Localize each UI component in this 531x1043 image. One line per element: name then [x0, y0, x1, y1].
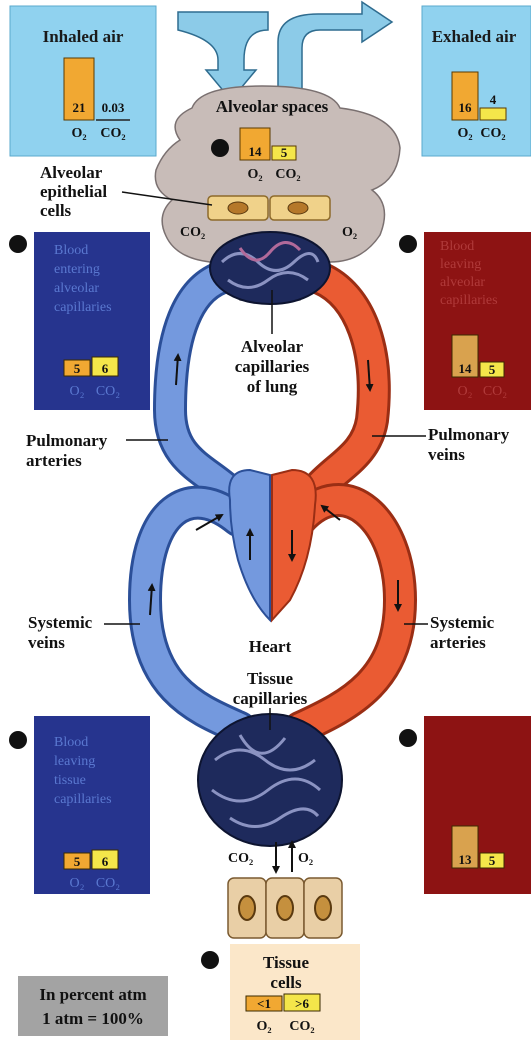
- blood-leaving-alveolar-box: Blood leaving alveolar capillaries 14 5 …: [399, 232, 531, 410]
- svg-text:epithelial: epithelial: [40, 182, 107, 201]
- tissue-capillary-bed: [198, 714, 342, 846]
- systemic-arteries-label: Systemic arteries: [404, 613, 495, 652]
- svg-text:capillaries: capillaries: [54, 792, 112, 807]
- svg-text:of lung: of lung: [247, 377, 298, 396]
- inhaled-co2-value: 0.03: [102, 100, 125, 115]
- heart: [229, 470, 316, 620]
- heart-label: Heart: [249, 637, 292, 656]
- inhaled-co2-label: CO₂: [100, 126, 125, 141]
- scale-note-box: In percent atm 1 atm = 100%: [18, 976, 168, 1036]
- leaving-alveolar-co2-value: 5: [489, 362, 496, 377]
- svg-text:Systemic: Systemic: [28, 613, 93, 632]
- alveolar-co2-value: 5: [281, 145, 288, 160]
- exhaled-o2-value: 16: [459, 100, 473, 115]
- svg-text:O₂: O₂: [70, 384, 85, 399]
- exhaled-air-box: Exhaled air 16 4 O₂ CO₂: [422, 6, 531, 156]
- o2-exchange-label-tissue: O₂: [298, 851, 313, 866]
- entering-alveolar-co2-value: 6: [102, 361, 109, 376]
- svg-text:leaving: leaving: [440, 257, 481, 272]
- entering-tissue-o2-value: 13: [459, 852, 473, 867]
- tissue-cells-box: Tissue cells <1 >6 O₂ CO₂: [201, 944, 360, 1040]
- svg-text:cells: cells: [270, 973, 302, 992]
- exhale-arrow: [278, 2, 392, 98]
- svg-text:1 atm = 100%: 1 atm = 100%: [42, 1009, 144, 1028]
- svg-text:Blood: Blood: [54, 735, 88, 750]
- svg-text:Alveolar: Alveolar: [241, 337, 304, 356]
- svg-text:arteries: arteries: [26, 451, 82, 470]
- svg-text:Blood: Blood: [440, 239, 474, 254]
- svg-text:capillaries: capillaries: [233, 689, 308, 708]
- svg-text:alveolar: alveolar: [440, 275, 485, 290]
- svg-text:veins: veins: [428, 445, 465, 464]
- exhaled-co2-label: CO₂: [480, 126, 505, 141]
- leaving-tissue-co2-value: 6: [102, 854, 109, 869]
- svg-text:CO₂: CO₂: [289, 1019, 314, 1034]
- svg-text:Blood: Blood: [54, 243, 88, 258]
- leaving-alveolar-o2-value: 14: [459, 361, 473, 376]
- svg-text:Tissue: Tissue: [263, 953, 309, 972]
- svg-text:O₂: O₂: [70, 876, 85, 891]
- svg-text:arteries: arteries: [430, 633, 486, 652]
- exhaled-o2-label: O₂: [457, 126, 472, 141]
- inhaled-air-box: Inhaled air 21 0.03 O₂ CO₂: [10, 6, 156, 156]
- airflow-arrows: [178, 2, 392, 100]
- svg-text:capillaries: capillaries: [235, 357, 310, 376]
- svg-text:Alveolar: Alveolar: [40, 163, 103, 182]
- alveolar-o2-label: O₂: [247, 167, 262, 182]
- svg-text:Systemic: Systemic: [430, 613, 495, 632]
- pulmonary-arteries-label: Pulmonary arteries: [26, 431, 168, 470]
- entering-tissue-co2-value: 5: [489, 853, 496, 868]
- svg-text:In percent atm: In percent atm: [39, 985, 146, 1004]
- svg-text:Tissue: Tissue: [247, 669, 293, 688]
- inhaled-o2-label: O₂: [71, 126, 86, 141]
- alveolar-spaces-title: Alveolar spaces: [216, 97, 329, 116]
- inhaled-o2-value: 21: [73, 100, 86, 115]
- alveolar-o2-value: 14: [249, 144, 263, 159]
- svg-text:CO₂: CO₂: [483, 384, 507, 399]
- co2-exchange-label-lung: CO₂: [180, 225, 205, 240]
- blood-entering-alveolar-box: Blood entering alveolar capillaries 5 6 …: [9, 232, 150, 410]
- entering-alveolar-o2-value: 5: [74, 361, 81, 376]
- alveolar-capillaries-label: Alveolar capillaries of lung: [235, 290, 310, 396]
- svg-text:Pulmonary: Pulmonary: [26, 431, 108, 450]
- tissue-cells-co2-value: >6: [295, 996, 309, 1011]
- alveolar-co2-label: CO₂: [275, 167, 300, 182]
- svg-text:veins: veins: [28, 633, 65, 652]
- svg-text:tissue: tissue: [54, 773, 86, 788]
- tissue-cells-o2-value: <1: [257, 996, 271, 1011]
- o2-exchange-label-lung: O₂: [342, 225, 357, 240]
- exhaled-air-title: Exhaled air: [432, 27, 517, 46]
- svg-text:capillaries: capillaries: [54, 300, 112, 315]
- svg-text:leaving: leaving: [54, 754, 95, 769]
- blood-entering-tissue-box: 13 5: [399, 716, 531, 894]
- svg-text:CO₂: CO₂: [96, 876, 120, 891]
- co2-exchange-label-tissue: CO₂: [228, 851, 253, 866]
- inhaled-air-title: Inhaled air: [43, 27, 124, 46]
- systemic-veins-label: Systemic veins: [28, 613, 140, 652]
- svg-text:capillaries: capillaries: [440, 293, 498, 308]
- svg-text:CO₂: CO₂: [96, 384, 120, 399]
- svg-text:entering: entering: [54, 262, 100, 277]
- leaving-tissue-o2-value: 5: [74, 854, 81, 869]
- svg-text:Pulmonary: Pulmonary: [428, 425, 510, 444]
- svg-text:cells: cells: [40, 201, 72, 220]
- svg-text:O₂: O₂: [458, 384, 473, 399]
- pulmonary-veins-label: Pulmonary veins: [372, 425, 510, 464]
- blood-leaving-tissue-box: Blood leaving tissue capillaries 5 6 O₂ …: [9, 716, 150, 894]
- svg-text:O₂: O₂: [256, 1019, 271, 1034]
- exhaled-co2-value: 4: [490, 92, 497, 107]
- svg-text:alveolar: alveolar: [54, 281, 99, 296]
- alveolar-capillary-bed: [210, 232, 330, 304]
